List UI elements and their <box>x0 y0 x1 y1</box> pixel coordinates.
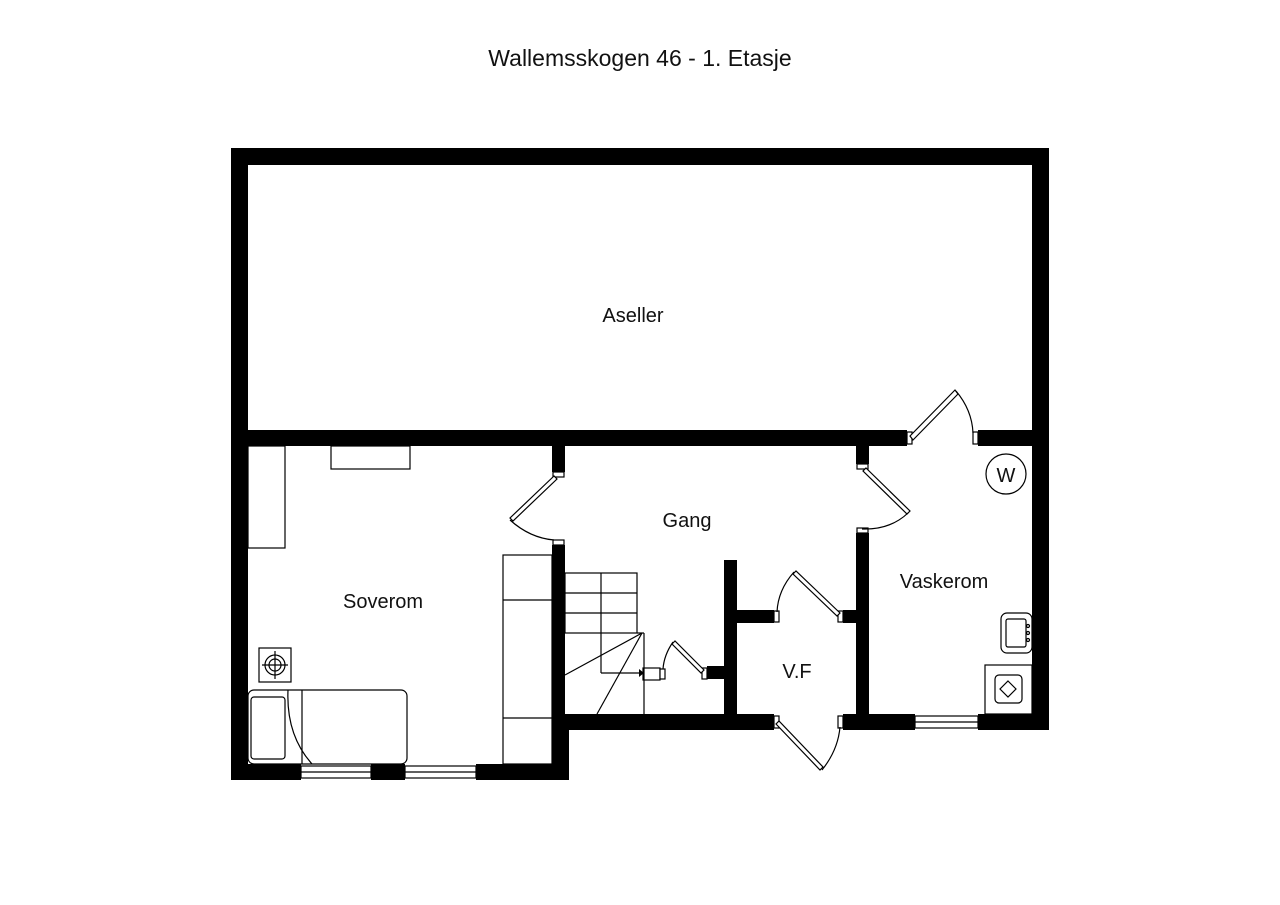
door-vaskerom[interactable] <box>856 463 911 534</box>
room-label-aseller: Aseller <box>602 305 663 327</box>
windows <box>300 715 979 779</box>
room-label-gang: Gang <box>663 510 712 532</box>
door-aseller[interactable] <box>906 389 979 445</box>
staircase <box>564 572 645 715</box>
door-entrance[interactable] <box>773 715 844 771</box>
door-soverom[interactable] <box>509 471 565 546</box>
plan-title: Wallemsskogen 46 - 1. Etasje <box>488 45 792 71</box>
sink-icon <box>1000 612 1033 654</box>
outer-walls <box>231 148 1049 780</box>
room-label-vaskerom: Vaskerom <box>900 571 989 593</box>
soverom-furniture <box>247 445 553 765</box>
room-labels: Aseller Gang Soverom Vaskerom V.F <box>343 305 988 683</box>
room-label-vf: V.F <box>782 661 811 683</box>
cabinet <box>502 554 553 765</box>
interior-walls <box>231 430 1049 730</box>
door-stair-closet[interactable] <box>642 640 708 681</box>
vaskerom-fixtures: W <box>984 453 1033 715</box>
water-heater-icon: W <box>985 453 1027 495</box>
door-vf[interactable] <box>773 570 844 623</box>
svg-text:W: W <box>997 465 1016 487</box>
wardrobe <box>247 445 286 549</box>
doors <box>509 389 979 771</box>
drain-icon <box>984 664 1033 715</box>
bed <box>247 689 408 765</box>
ventilation-icon <box>258 647 292 683</box>
room-label-soverom: Soverom <box>343 591 423 613</box>
shelf <box>330 445 411 470</box>
